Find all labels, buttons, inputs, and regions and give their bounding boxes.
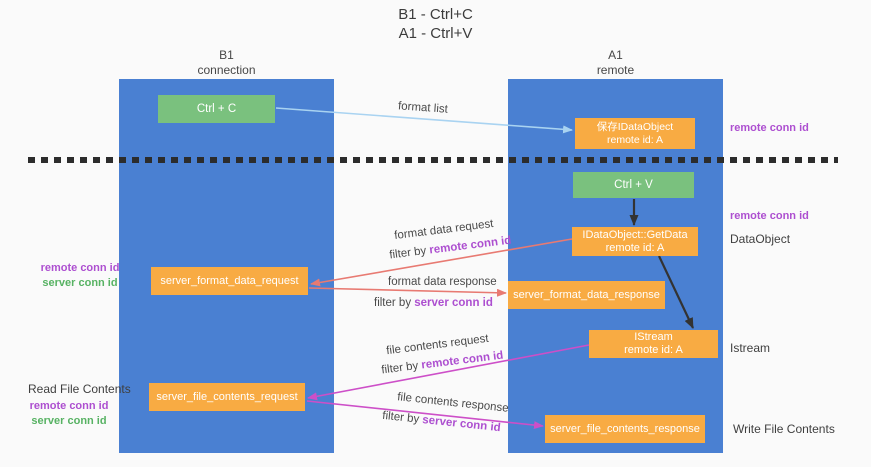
lane-a1-name: A1: [608, 48, 623, 62]
istream-line2: remote id: A: [624, 344, 683, 356]
istream-side-label: Istream: [730, 341, 771, 355]
node-ctrl-v: Ctrl + V: [573, 172, 694, 198]
filter-server-conn-id: server conn id: [414, 297, 493, 309]
right-remote-conn-id-mid: remote conn id: [730, 210, 809, 222]
istream-line1: IStream: [634, 331, 673, 343]
dataobject-label: DataObject: [730, 232, 791, 246]
lane-a1-sub: remote: [596, 63, 635, 77]
title-line-2: A1 - Ctrl+V: [398, 25, 473, 42]
format-list-label: format list: [397, 100, 449, 116]
node-server-file-contents-request: server_file_contents_request: [149, 383, 305, 411]
format-request-label: server_format_data_request: [160, 274, 299, 287]
filter-server-conn-id: server conn id: [421, 414, 502, 435]
filter-by-text: filter by: [374, 297, 415, 309]
left-remote-conn-id-bottom: remote conn id: [29, 400, 109, 412]
left-conn-id-block-bottom: remote conn id server conn id: [24, 399, 114, 429]
left-server-conn-id-top: server conn id: [42, 277, 118, 289]
node-istream: IStream remote id: A: [589, 330, 718, 358]
node-server-format-data-response: server_format_data_response: [508, 281, 665, 309]
title-line-1: B1 - Ctrl+C: [398, 6, 473, 23]
ctrl-c-label: Ctrl + C: [196, 102, 237, 115]
left-remote-conn-id-top: remote conn id: [40, 262, 120, 274]
lane-header-b1: B1 connection: [119, 48, 334, 78]
ctrl-v-label: Ctrl + V: [614, 178, 653, 191]
right-remote-conn-id-top: remote conn id: [730, 122, 809, 134]
getdata-line2: remote id: A: [605, 241, 665, 254]
filter-by-text: filter by: [388, 244, 431, 262]
file-response-label: server_file_contents_response: [550, 422, 700, 435]
lane-b1-name: B1: [219, 48, 234, 62]
lane-b1-sub: connection: [197, 63, 256, 77]
node-idataobject-getdata: IDataObject::GetData remote id: A: [572, 227, 698, 256]
node-save-idataobject: 保存IDataObject remote id: A: [575, 118, 695, 149]
left-conn-id-block-top: remote conn id server conn id: [30, 261, 130, 291]
format-request-to-response-arrow: [308, 287, 507, 297]
filter-remote-conn-id: remote conn id: [420, 349, 504, 372]
node-server-format-data-request: server_format_data_request: [151, 267, 308, 295]
file-contents-response-label: file contents response: [396, 391, 510, 415]
left-server-conn-id-bottom: server conn id: [31, 415, 107, 427]
format-data-response-filter: filter by server conn id: [374, 297, 493, 309]
file-request-label: server_file_contents_request: [156, 390, 298, 403]
format-response-label: server_format_data_response: [513, 288, 660, 301]
save-idataobject-line2: remote id: A: [606, 133, 664, 146]
node-server-file-contents-response: server_file_contents_response: [545, 415, 705, 443]
file-contents-response-filter: filter by server conn id: [382, 410, 501, 434]
node-ctrl-c: Ctrl + C: [158, 95, 275, 123]
filter-remote-conn-id: remote conn id: [428, 234, 512, 257]
lane-header-a1: A1 remote: [508, 48, 723, 78]
save-idataobject-line1: 保存IDataObject: [596, 120, 674, 133]
write-file-contents-label: Write File Contents: [733, 422, 835, 436]
read-file-contents-label: Read File Contents: [28, 382, 131, 396]
format-data-response-label: format data response: [388, 276, 497, 288]
filter-by-text: filter by: [380, 359, 423, 377]
filter-by-text: filter by: [381, 409, 423, 426]
getdata-line1: IDataObject::GetData: [582, 228, 688, 241]
diagram-title: B1 - Ctrl+C A1 - Ctrl+V: [0, 5, 871, 43]
